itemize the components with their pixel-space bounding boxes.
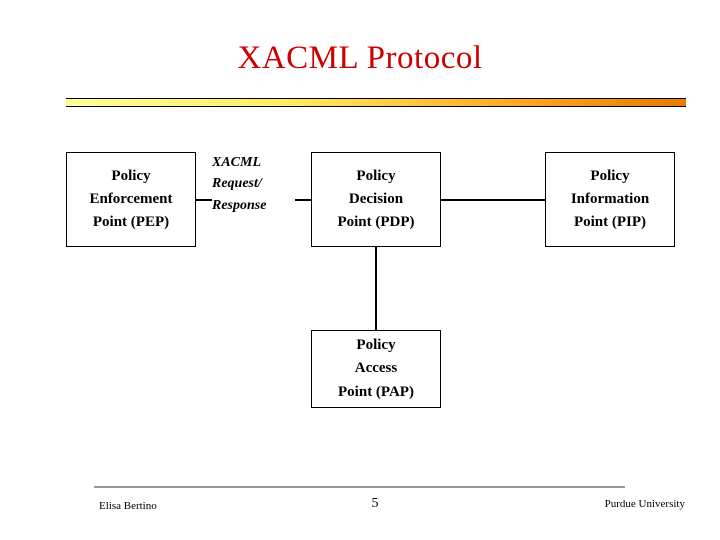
footer-divider — [94, 486, 625, 488]
node-pdp-line-3: Point (PDP) — [337, 214, 415, 231]
node-pip-line-3: Point (PIP) — [573, 214, 647, 231]
footer-author: Elisa Bertino — [99, 500, 157, 512]
node-policy-enforcement-point: Policy Enforcement Point (PEP) — [66, 152, 196, 247]
node-policy-access-point: Policy Access Point (PAP) — [311, 330, 441, 408]
node-pdp-line-1: Policy — [356, 167, 396, 184]
node-policy-decision-point: Policy Decision Point (PDP) — [311, 152, 441, 247]
page-title: XACML Protocol — [237, 40, 483, 76]
node-pip-line-1: Policy — [590, 167, 630, 184]
edge-label-line-3: Response — [212, 197, 267, 213]
footer-page-number: 5 — [371, 496, 379, 511]
title-divider-bar — [66, 98, 686, 107]
edge-label-xacml-request-response: XACML Request/ Response — [212, 152, 307, 216]
node-pap-line-1: Policy — [356, 337, 396, 354]
node-pep-line-1: Policy — [111, 167, 151, 184]
node-pip-line-2: Information — [570, 190, 650, 207]
node-pdp-line-2: Decision — [348, 190, 404, 207]
connector-pdp-to-pip — [441, 199, 545, 201]
connector-pep-to-label — [196, 199, 212, 201]
connector-label-to-pdp — [295, 199, 311, 201]
edge-label-line-2: Request/ — [212, 176, 262, 192]
connector-pdp-to-pap — [375, 247, 377, 330]
node-pep-line-3: Point (PEP) — [92, 214, 170, 231]
node-pep-line-2: Enforcement — [89, 190, 173, 207]
node-pap-line-2: Access — [354, 360, 398, 377]
node-pap-line-3: Point (PAP) — [338, 383, 414, 400]
edge-label-line-1: XACML — [212, 155, 262, 170]
node-policy-information-point: Policy Information Point (PIP) — [545, 152, 675, 247]
footer-organization: Purdue University — [604, 498, 685, 510]
